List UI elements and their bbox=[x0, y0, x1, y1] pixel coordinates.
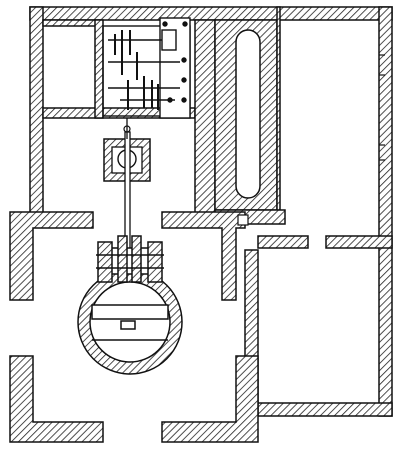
gear-mechanism bbox=[102, 17, 191, 119]
piston-boss bbox=[120, 320, 136, 330]
wall-central-pier bbox=[194, 19, 216, 221]
wall-bottom-right bbox=[244, 402, 393, 417]
wall-mid-right-a bbox=[257, 235, 309, 249]
bolt-2 bbox=[182, 21, 188, 27]
wall-left-wing bbox=[9, 211, 94, 301]
gland-right bbox=[147, 241, 163, 283]
gland-center-left bbox=[117, 235, 128, 283]
wall-center-wing bbox=[161, 211, 246, 301]
bolt-4 bbox=[181, 77, 187, 83]
gland-left bbox=[97, 241, 113, 283]
wall-mid-right-b bbox=[325, 235, 393, 249]
wall-right-partition bbox=[276, 6, 281, 213]
wall-bottom-center-wing bbox=[161, 355, 259, 443]
building-walls bbox=[9, 6, 393, 443]
piston bbox=[91, 304, 169, 320]
cylinder-cross-section bbox=[77, 235, 183, 375]
bay-wall-mid-vertical bbox=[94, 19, 104, 119]
pulley-drum bbox=[161, 29, 177, 51]
gland-center-right bbox=[131, 235, 142, 283]
wall-left-upper bbox=[29, 6, 44, 218]
bolt-3 bbox=[181, 57, 187, 63]
wall-top bbox=[29, 6, 393, 21]
bolt-5 bbox=[181, 97, 187, 103]
wall-opening-square bbox=[237, 214, 249, 226]
wall-openings bbox=[379, 54, 385, 161]
bolt-1 bbox=[162, 21, 168, 27]
flue-chimney bbox=[235, 29, 261, 199]
wall-right bbox=[378, 6, 393, 417]
bay-wall-top-inner bbox=[42, 19, 101, 27]
wall-bottom-left-wing bbox=[9, 355, 104, 443]
